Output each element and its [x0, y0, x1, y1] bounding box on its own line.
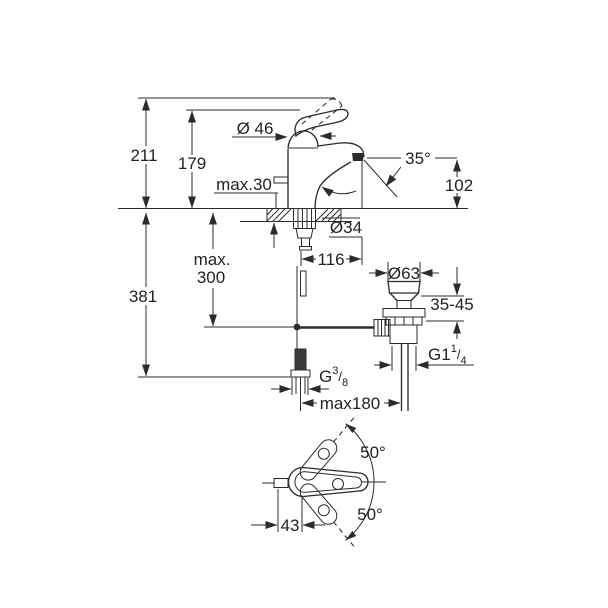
dim-waste-thread: G11/4: [428, 343, 467, 367]
hose-nut: [290, 369, 311, 378]
raised-lever-dashed-line: [301, 98, 332, 125]
deck-section: [118, 208, 468, 222]
flexible-hose: [300, 270, 307, 297]
waste-plug-cap: [387, 280, 421, 294]
waste-body: [389, 324, 418, 344]
dim-total-height: 211: [130, 146, 157, 165]
dimension-labels: 211 179 Ø 46 max.30 35° 102 Ø34 116 max.…: [129, 119, 474, 535]
spray-indicators: [321, 159, 398, 198]
supply-connection: [290, 348, 311, 411]
rod-coupler: [373, 319, 391, 337]
pop-up-waste: [373, 280, 426, 411]
handle-position-lower: [299, 483, 338, 525]
dim-spout-height: 102: [445, 176, 473, 195]
raised-lever-dashed-line: [311, 105, 343, 131]
dim-waste-cap-diameter: Ø63: [388, 264, 420, 283]
dimension-lines: [138, 97, 474, 407]
dim-handle-pivot-offset: 43: [281, 516, 300, 535]
water-flow-arrow: [321, 186, 357, 197]
deck-hatching: [266, 208, 342, 222]
mounting-shank: [293, 209, 316, 251]
dim-swing-angle-lower: 50°: [357, 505, 383, 524]
dim-spout-projection: 116: [317, 250, 344, 269]
spray-angle-line: [363, 159, 398, 198]
mounting-nut: [295, 228, 314, 239]
handle-position-upper: [299, 439, 338, 481]
waste-flange: [382, 308, 426, 318]
dim-pullrod-max-line2: 300: [197, 268, 225, 287]
dim-max-center-distance: max180: [320, 394, 380, 413]
aerator: [352, 153, 364, 161]
dim-body-height: 179: [178, 154, 206, 173]
dim-deck-range: 35-45: [430, 295, 473, 314]
dim-below-deck-height: 381: [129, 287, 157, 306]
dim-swing-angle-upper: 50°: [360, 443, 386, 462]
top-view-handle: [251, 417, 386, 547]
dim-max-deck-thickness: max.30: [216, 175, 272, 194]
dim-hole-diameter: Ø34: [330, 218, 362, 237]
dim-spray-angle: 35°: [405, 149, 431, 168]
pull-rod-knob: [273, 176, 288, 184]
faucet-body: [273, 130, 365, 210]
faucet-lever-handle: [294, 98, 349, 138]
dim-pullrod-max-line1: max.: [194, 250, 231, 269]
dim-handle-diameter: Ø 46: [237, 119, 274, 138]
raised-lever-dashed-tip: [330, 98, 343, 107]
pop-up-rod-assembly: [293, 266, 374, 349]
dim-supply-thread: G3/8: [319, 365, 348, 389]
spout-stub: [273, 478, 289, 488]
